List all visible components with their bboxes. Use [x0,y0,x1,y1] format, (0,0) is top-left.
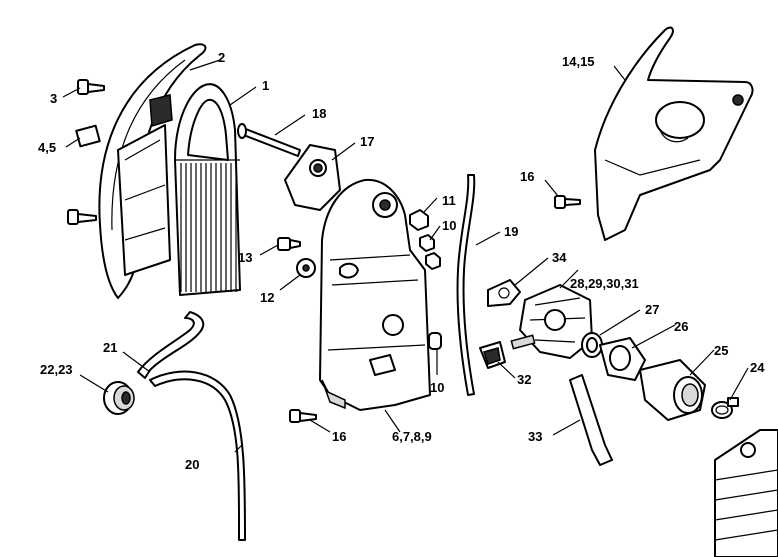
screw-3 [77,79,105,95]
air-filter [174,83,241,296]
hose-21 [137,311,205,379]
callout-33: 33 [528,429,542,444]
callout-16-lower: 16 [332,429,346,444]
callout-20: 20 [185,457,199,472]
nut-11 [409,209,429,231]
nut-10-lower [428,332,442,350]
callout-12: 12 [260,290,274,305]
callout-3: 3 [50,91,57,106]
screw-lower-left [67,209,97,225]
shroud-14-15 [594,26,754,241]
callout-27: 27 [645,302,659,317]
callout-labels: 1 2 3 4,5 10 10 11 12 13 14,15 16 16 17 … [38,50,765,472]
air-filter-cover [98,43,207,299]
callout-6-9: 6,7,8,9 [392,429,432,444]
gasket-34 [487,279,521,307]
washer-12 [296,258,316,278]
callout-13: 13 [238,250,252,265]
screw-16-lower [289,409,317,423]
washer-4-5 [75,124,101,148]
flange-26 [599,337,646,381]
callout-4-5: 4,5 [38,140,56,155]
leader-lines [62,59,749,453]
callout-11: 11 [442,193,456,208]
callout-18: 18 [312,106,326,121]
callout-22-23: 22,23 [40,362,73,377]
screw-16-upper [554,195,581,209]
bracket-17 [284,144,341,211]
nut-10-upper [419,234,441,270]
callout-34: 34 [552,250,567,265]
callout-28-31: 28,29,30,31 [570,276,639,291]
callout-25: 25 [714,343,728,358]
part-32 [479,341,506,369]
screw-13 [277,237,301,251]
grommet-22-23 [103,381,135,415]
callout-10-upper: 10 [442,218,456,233]
carburetor-28-31 [510,284,593,359]
hose-33 [569,374,613,466]
callout-10-lower: 10 [430,380,444,395]
callout-17: 17 [360,134,374,149]
bolt-18 [237,123,301,157]
callout-24: 24 [750,360,765,375]
callout-1: 1 [262,78,269,93]
callout-32: 32 [517,372,531,387]
callout-19: 19 [504,224,518,239]
callout-16-upper: 16 [520,169,534,184]
clamp-24 [711,397,739,419]
callout-2: 2 [218,50,225,65]
carburetor-box [319,178,431,411]
fuel-line-20 [149,370,246,541]
callout-14-15: 14,15 [562,54,595,69]
impulse-hose-19 [456,174,476,396]
callout-26: 26 [674,319,688,334]
engine-cylinder [714,429,778,557]
filter-fins [180,163,237,292]
manifold-25 [639,359,706,421]
callout-21: 21 [103,340,117,355]
